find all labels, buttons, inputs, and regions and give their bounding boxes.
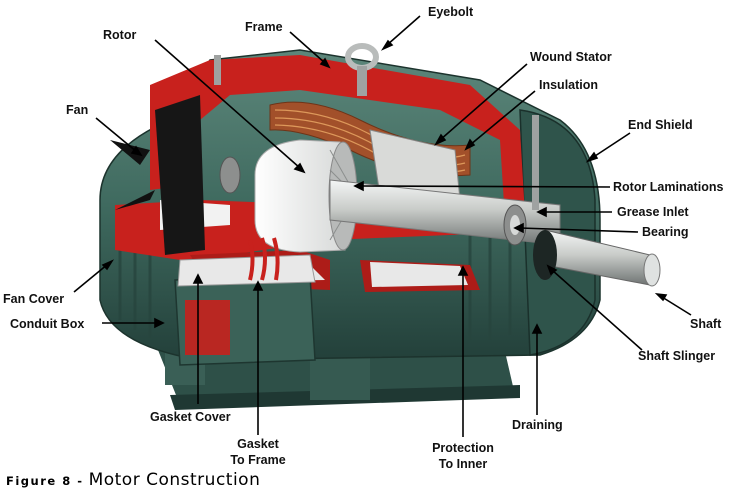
label-end-shield: End Shield	[628, 118, 693, 132]
figure-number: Figure 8 -	[6, 474, 84, 488]
label-rotor-laminations: Rotor Laminations	[613, 180, 724, 194]
label-insulation: Insulation	[539, 78, 599, 92]
label-fan: Fan	[66, 103, 89, 117]
label-gasket-cover: Gasket Cover	[150, 410, 231, 424]
figure-caption: Figure 8 - Motor Construction	[6, 470, 260, 490]
label-eyebolt: Eyebolt	[428, 5, 474, 19]
label-wound-stator: Wound Stator	[530, 50, 612, 64]
label-grease-inlet: Grease Inlet	[617, 205, 689, 219]
shaft	[329, 179, 661, 287]
label-conduit-box: Conduit Box	[10, 317, 85, 331]
label-protection-line1: Protection	[432, 441, 494, 455]
stator-windings	[269, 101, 471, 201]
fan	[110, 95, 205, 255]
label-shaft-slinger: Shaft Slinger	[638, 349, 716, 363]
label-fan-cover: Fan Cover	[3, 292, 65, 306]
label-frame: Frame	[245, 20, 283, 34]
figure-title: Motor Construction	[88, 470, 261, 490]
leader-lines	[73, 15, 692, 437]
label-draining: Draining	[512, 418, 563, 432]
rear-grease-pipe	[214, 55, 221, 85]
grease-inlet-pipe	[532, 115, 539, 210]
conduit-box	[174, 237, 316, 366]
label-bearing: Bearing	[642, 225, 689, 239]
label-protection-line2: To Inner	[438, 457, 488, 471]
label-gasket-to-frame-line2: To Frame	[230, 453, 286, 467]
label-shaft: Shaft	[690, 317, 722, 331]
label-rotor: Rotor	[103, 28, 137, 42]
label-gasket-to-frame-line1: Gasket	[237, 437, 279, 451]
eyebolt	[345, 43, 379, 96]
